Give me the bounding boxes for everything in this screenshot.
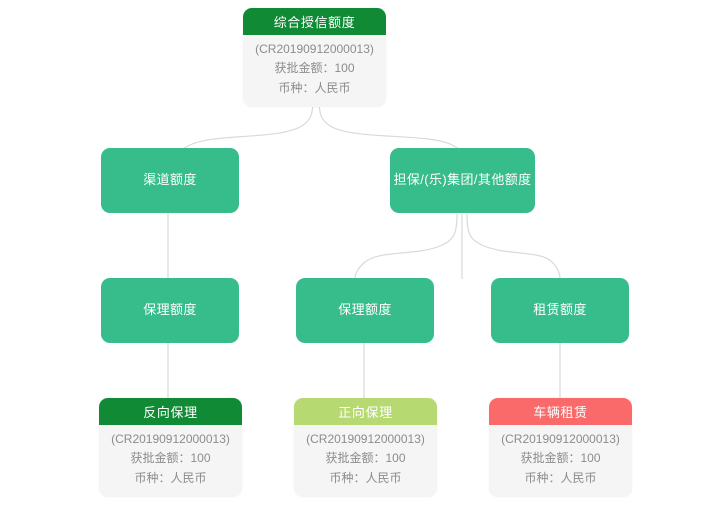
node-forward-factoring-details: (CR20190912000013) 获批金额：100 币种：人民币 bbox=[294, 425, 437, 497]
node-guarantee-group-other-quota[interactable]: 担保/(乐)集团/其他额度 bbox=[390, 148, 535, 213]
node-forward-factoring-code: (CR20190912000013) bbox=[306, 432, 425, 446]
node-channel-quota[interactable]: 渠道额度 bbox=[101, 148, 239, 213]
node-vehicle-leasing-amount: 获批金额：100 bbox=[520, 451, 601, 466]
node-root-comprehensive-credit[interactable]: 综合授信额度 (CR20190912000013) 获批金额：100 币种：人民… bbox=[243, 8, 386, 108]
node-root-details: (CR20190912000013) 获批金额：100 币种：人民币 bbox=[243, 35, 386, 107]
node-leasing-quota[interactable]: 租赁额度 bbox=[491, 278, 629, 343]
node-root-amount: 获批金额：100 bbox=[274, 61, 355, 76]
node-vehicle-leasing-header: 车辆租赁 bbox=[489, 398, 632, 425]
node-forward-factoring-currency: 币种：人民币 bbox=[329, 470, 402, 485]
node-reverse-factoring-currency: 币种：人民币 bbox=[134, 470, 207, 485]
node-leasing-quota-title: 租赁额度 bbox=[533, 302, 587, 318]
node-reverse-factoring-amount: 获批金额：100 bbox=[130, 451, 211, 466]
connector-guarantee-to-factoring2 bbox=[354, 213, 458, 280]
node-factoring-quota-right-title: 保理额度 bbox=[338, 302, 392, 318]
node-reverse-factoring-header: 反向保理 bbox=[99, 398, 242, 425]
node-vehicle-leasing-code: (CR20190912000013) bbox=[501, 432, 620, 446]
node-factoring-quota-left[interactable]: 保理额度 bbox=[101, 278, 239, 343]
node-root-code: (CR20190912000013) bbox=[255, 42, 374, 56]
node-forward-factoring[interactable]: 正向保理 (CR20190912000013) 获批金额：100 币种：人民币 bbox=[294, 398, 437, 498]
node-vehicle-leasing-currency: 币种：人民币 bbox=[524, 470, 597, 485]
node-forward-factoring-header: 正向保理 bbox=[294, 398, 437, 425]
node-vehicle-leasing-title: 车辆租赁 bbox=[533, 405, 588, 420]
connector-guarantee-to-leasing bbox=[466, 213, 561, 280]
node-vehicle-leasing-details: (CR20190912000013) 获批金额：100 币种：人民币 bbox=[489, 425, 632, 497]
node-factoring-quota-left-title: 保理额度 bbox=[143, 302, 197, 318]
node-reverse-factoring-details: (CR20190912000013) 获批金额：100 币种：人民币 bbox=[99, 425, 242, 497]
node-reverse-factoring-title: 反向保理 bbox=[143, 405, 198, 420]
node-vehicle-leasing[interactable]: 车辆租赁 (CR20190912000013) 获批金额：100 币种：人民币 bbox=[489, 398, 632, 498]
node-root-currency: 币种：人民币 bbox=[278, 80, 351, 95]
node-reverse-factoring[interactable]: 反向保理 (CR20190912000013) 获批金额：100 币种：人民币 bbox=[99, 398, 242, 498]
node-forward-factoring-title: 正向保理 bbox=[338, 405, 393, 420]
node-forward-factoring-amount: 获批金额：100 bbox=[325, 451, 406, 466]
node-channel-quota-title: 渠道额度 bbox=[143, 172, 197, 188]
node-root-title: 综合授信额度 bbox=[273, 15, 356, 30]
node-factoring-quota-right[interactable]: 保理额度 bbox=[296, 278, 434, 343]
node-root-header: 综合授信额度 bbox=[243, 8, 386, 35]
node-guarantee-group-other-quota-title: 担保/(乐)集团/其他额度 bbox=[393, 172, 532, 188]
node-reverse-factoring-code: (CR20190912000013) bbox=[111, 432, 230, 446]
